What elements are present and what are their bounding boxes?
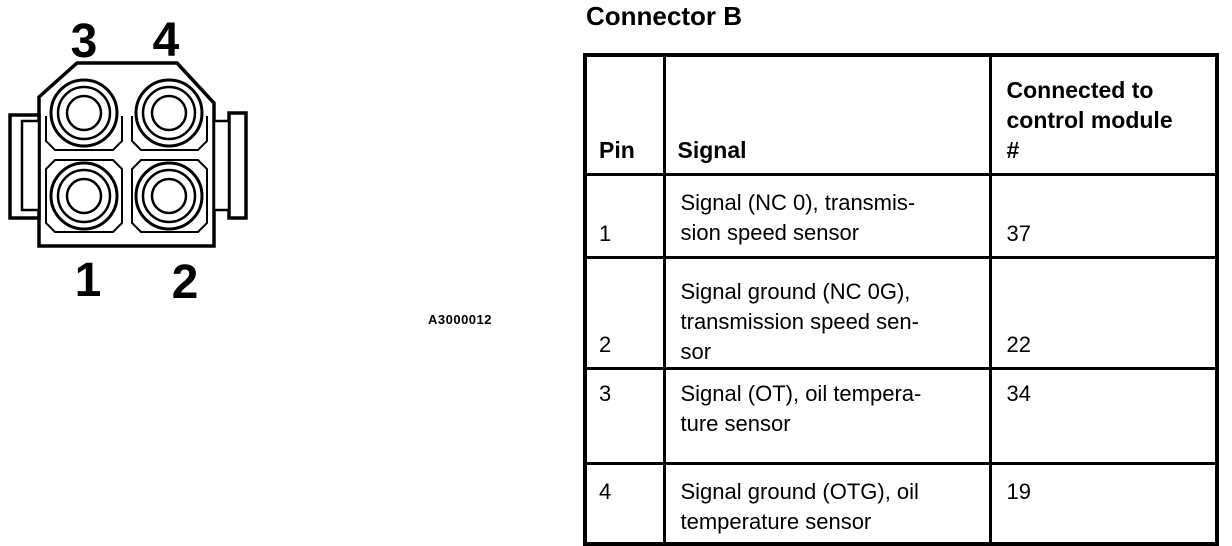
- figure-code: A3000012: [428, 312, 492, 327]
- pin-signal-table: Pin Signal Connected to control module #…: [583, 53, 1219, 546]
- pin-label-2: 2: [172, 256, 199, 309]
- table-row: 2 Signal ground (NC 0G), transmission sp…: [583, 255, 1219, 370]
- table-title: Connector B: [586, 1, 742, 31]
- signal-column-header: Signal: [662, 53, 992, 176]
- pin-socket-3: [49, 78, 119, 148]
- table-row: 1 Signal (NC 0), transmis- sion speed se…: [583, 172, 1219, 259]
- connector-diagram: 3 4 1 2: [8, 14, 248, 309]
- pin-column-header: Pin: [583, 53, 666, 176]
- signal-cell: Signal (NC 0), transmis- sion speed sens…: [662, 172, 992, 259]
- pin-socket-2: [134, 161, 204, 231]
- pin-recess-bottom-left: [45, 159, 123, 233]
- signal-cell: Signal (OT), oil tempera- ture sensor: [662, 366, 992, 465]
- signal-cell: Signal ground (NC 0G), transmission spee…: [662, 255, 992, 370]
- right-tab-inner: [212, 119, 231, 212]
- pin-label-3: 3: [71, 15, 98, 68]
- module-cell: 19: [988, 461, 1219, 546]
- module-cell: 22: [988, 255, 1219, 370]
- pin-recess-top-left: [45, 116, 123, 151]
- left-tab-inner: [20, 119, 41, 212]
- pin-cell: 4: [583, 461, 666, 546]
- module-cell: 34: [988, 366, 1219, 465]
- table-row: 4 Signal ground (OTG), oil temperature s…: [583, 461, 1219, 546]
- table-header-row: Pin Signal Connected to control module #: [583, 53, 1219, 176]
- pin-recess-top-right: [131, 116, 208, 151]
- pin-cell: 1: [583, 172, 666, 259]
- pin-socket-4: [134, 78, 204, 148]
- signal-cell: Signal ground (OTG), oil temperature sen…: [662, 461, 992, 546]
- pin-socket-1: [49, 161, 119, 231]
- pin-cell: 3: [583, 366, 666, 465]
- table-row: 3 Signal (OT), oil tempera- ture sensor …: [583, 366, 1219, 465]
- pin-cell: 2: [583, 255, 666, 370]
- pin-label-1: 1: [75, 254, 102, 307]
- pin-label-4: 4: [153, 14, 180, 67]
- module-column-header: Connected to control module #: [988, 53, 1219, 176]
- pin-recess-bottom-right: [131, 159, 208, 233]
- module-cell: 37: [988, 172, 1219, 259]
- right-tab-outer: [227, 111, 248, 220]
